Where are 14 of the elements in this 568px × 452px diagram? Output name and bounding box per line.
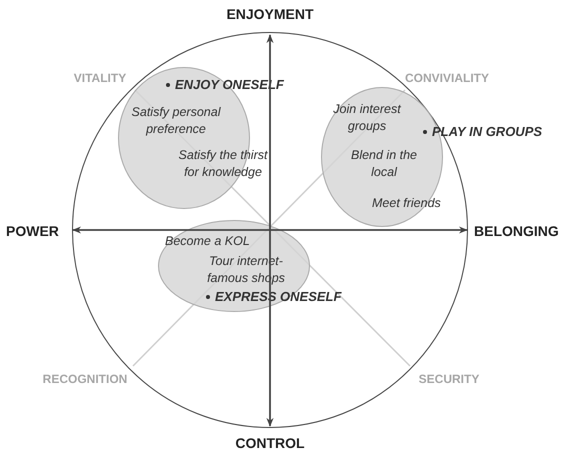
activity-text: Become a KOL xyxy=(165,233,250,250)
quadrant-label: SECURITY xyxy=(418,371,480,388)
activity-text: Blend in the local xyxy=(350,147,418,181)
axis-label: ENJOYMENT xyxy=(226,5,314,24)
activity-text: Satisfy the thirst for knowledge xyxy=(178,147,269,181)
axis-label: POWER xyxy=(6,222,59,241)
activity-text: Join interest groups xyxy=(332,101,402,135)
activity-text: Satisfy personal preference xyxy=(130,104,222,138)
quadrant-label: VITALITY xyxy=(74,70,126,87)
activity-text: Meet friends xyxy=(372,195,441,212)
axis-label: CONTROL xyxy=(235,434,305,452)
axis-label: BELONGING xyxy=(474,222,559,241)
quadrant-label: CONVIVIALITY xyxy=(404,70,489,87)
quadrant-label: RECOGNITION xyxy=(42,371,128,388)
